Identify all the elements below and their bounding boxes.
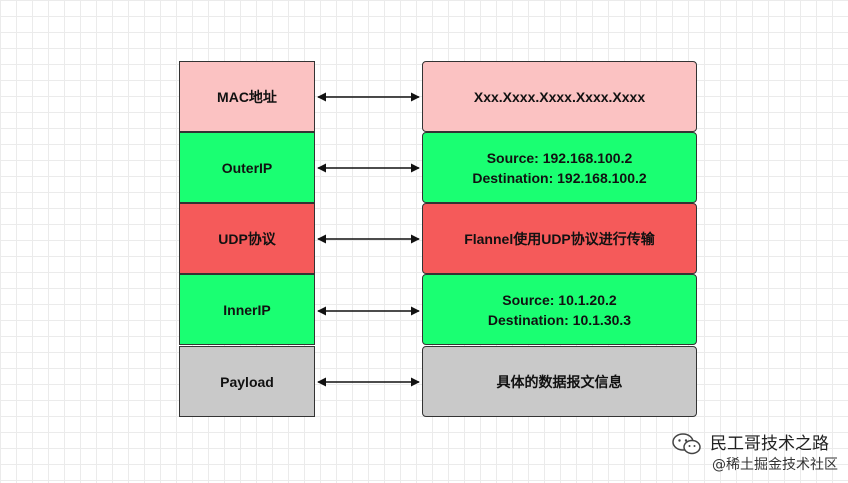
layer-detail-outer-ip: Source: 192.168.100.2 Destination: 192.1… bbox=[422, 132, 697, 203]
layer-label-udp: UDP协议 bbox=[179, 203, 315, 274]
layer-label-inner-ip: InnerIP bbox=[179, 274, 315, 345]
watermark: 民工哥技术之路 @稀土掘金技术社区 bbox=[672, 433, 838, 475]
layer-detail-inner-ip: Source: 10.1.20.2 Destination: 10.1.30.3 bbox=[422, 274, 697, 345]
layer-detail-udp: Flannel使用UDP协议进行传输 bbox=[422, 203, 697, 274]
wechat-icon bbox=[672, 433, 701, 455]
layer-label-outer-ip: OuterIP bbox=[179, 132, 315, 203]
watermark-source: @稀土掘金技术社区 bbox=[712, 457, 838, 473]
layer-detail-payload: 具体的数据报文信息 bbox=[422, 346, 697, 417]
layer-label-mac: MAC地址 bbox=[179, 61, 315, 132]
layer-label-payload: Payload bbox=[179, 346, 315, 417]
layer-detail-mac: Xxx.Xxxx.Xxxx.Xxxx.Xxxx bbox=[422, 61, 697, 132]
watermark-account: 民工哥技术之路 bbox=[710, 434, 829, 454]
